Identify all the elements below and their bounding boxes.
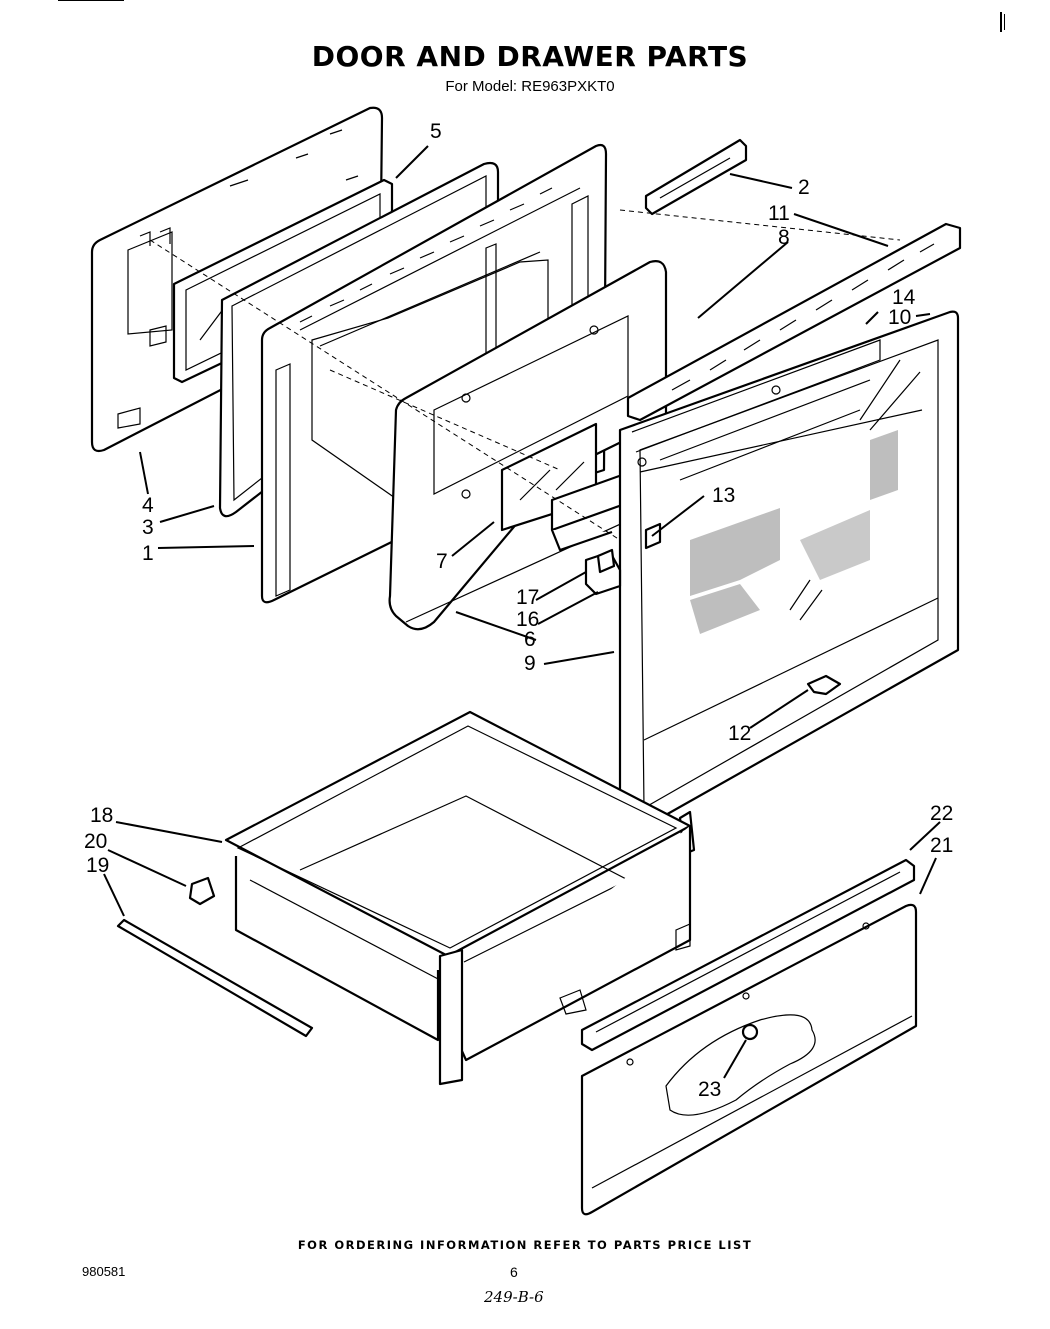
door-inner-panel [388,260,668,631]
drawer-front-panel-21 [580,903,918,1216]
door-top-rail-11 [626,222,962,422]
drawer-front-rail-22 [580,858,916,1052]
callout-9: 9 [524,652,536,675]
callout-14: 14 [892,286,916,309]
page-number: 6 [510,1264,518,1280]
callout-3: 3 [142,516,154,539]
callout-20: 20 [84,830,107,853]
callout-18: 18 [90,804,113,827]
callout-5: 5 [430,120,442,143]
callout-21: 21 [930,834,953,857]
callout-labels: 5 2 11 8 14 10 4 3 1 7 13 17 16 6 9 12 1… [84,120,953,1101]
callout-16: 16 [516,608,539,631]
callout-17: 17 [516,586,539,609]
callout-11: 11 [768,202,790,225]
handwritten-note: 249-B-6 [484,1288,544,1306]
ordering-info-note: FOR ORDERING INFORMATION REFER TO PARTS … [297,1238,753,1252]
callout-23: 23 [698,1078,721,1101]
drawer-clip-20 [188,876,216,906]
callout-10: 10 [888,306,911,329]
top-rule [58,0,124,1]
callout-13: 13 [712,484,735,507]
door-window-screen [690,430,898,634]
callout-12: 12 [728,722,751,745]
callout-19: 19 [86,854,109,877]
callout-1: 1 [142,542,154,565]
callout-2: 2 [798,176,810,199]
model-subtitle: For Model: RE963PXKT0 [445,78,615,95]
callout-4: 4 [142,494,154,517]
drawer-rail-19 [116,918,314,1038]
storage-drawer [224,710,692,1086]
leader-lines [103,145,941,1079]
document-number: 980581 [82,1264,126,1279]
margin-mark [1000,12,1002,32]
callout-7: 7 [436,550,448,573]
margin-mark [1004,14,1005,30]
callout-6: 6 [524,628,536,651]
page-title: DOOR AND DRAWER PARTS [311,40,749,73]
callout-8: 8 [778,226,790,249]
vent-rail-2 [644,138,748,216]
callout-22: 22 [930,802,953,825]
